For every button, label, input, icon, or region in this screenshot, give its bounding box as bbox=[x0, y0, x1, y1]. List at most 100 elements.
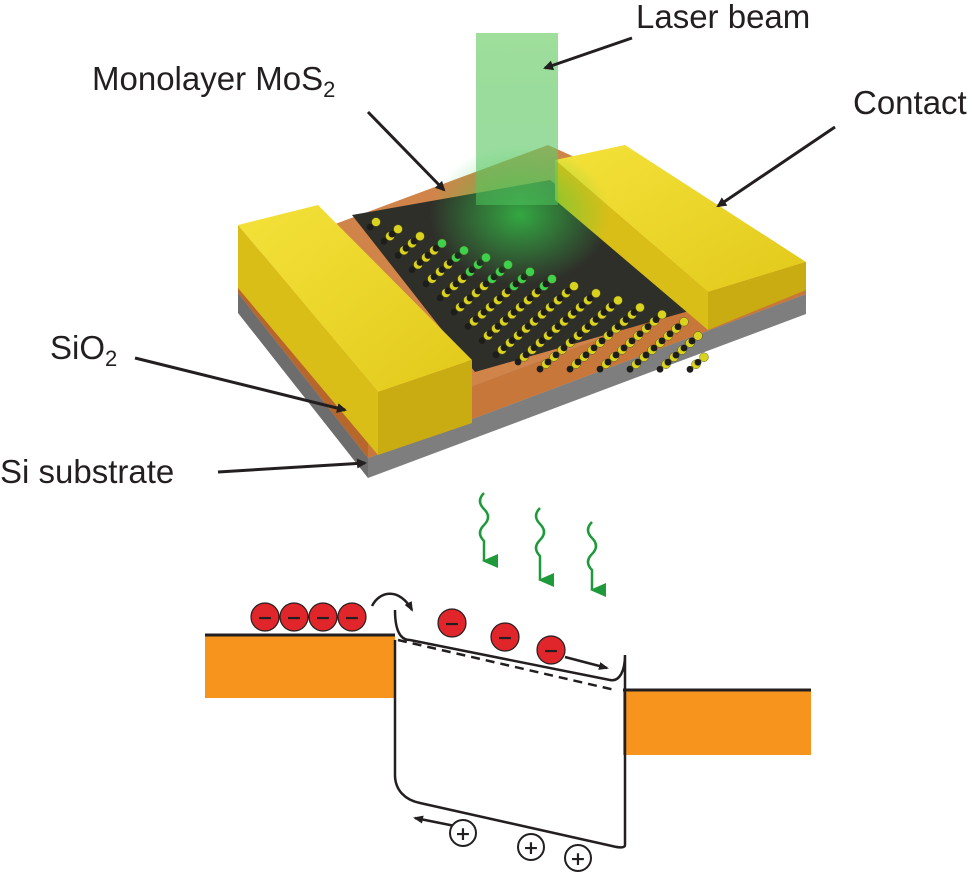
mo-atom bbox=[502, 315, 510, 323]
mo-atom bbox=[472, 315, 480, 323]
s-atom bbox=[415, 231, 425, 241]
mo-atom bbox=[366, 223, 374, 231]
laser-beam bbox=[476, 33, 558, 205]
mo-atom bbox=[634, 358, 642, 366]
mo-atom bbox=[488, 301, 496, 309]
mo-atom bbox=[644, 323, 652, 331]
svg-text:−: − bbox=[257, 607, 273, 629]
svg-text:−: − bbox=[444, 613, 460, 635]
photons bbox=[478, 492, 606, 597]
mo-atom bbox=[688, 337, 696, 345]
arrow-laser-beam bbox=[543, 36, 633, 71]
mo-atom bbox=[650, 344, 658, 352]
mo-atom bbox=[574, 358, 582, 366]
svg-text:+: + bbox=[455, 823, 471, 845]
mo-atom bbox=[438, 266, 446, 274]
mo-atom bbox=[416, 259, 424, 266]
label-arrows bbox=[134, 36, 836, 474]
mo-atom bbox=[538, 337, 546, 345]
mo-atom bbox=[380, 237, 388, 245]
holes: + + + bbox=[449, 819, 592, 872]
photon-2 bbox=[534, 507, 554, 587]
device bbox=[238, 145, 806, 478]
mo-atom bbox=[480, 308, 488, 316]
arrow-contact bbox=[716, 125, 836, 208]
mo-atom bbox=[508, 337, 516, 345]
s-atom bbox=[569, 281, 579, 291]
hole: + bbox=[517, 833, 545, 861]
mo-atom bbox=[466, 294, 474, 302]
mo-atom bbox=[432, 244, 440, 252]
mo-atom bbox=[402, 244, 410, 252]
electron: − bbox=[250, 602, 280, 632]
mo-atom bbox=[578, 301, 586, 309]
mo-atom bbox=[568, 337, 576, 345]
mo-atom bbox=[626, 365, 634, 373]
semiconductor-band bbox=[393, 609, 627, 849]
photon-1 bbox=[478, 492, 498, 568]
mo-atom bbox=[564, 287, 572, 295]
mo-atom bbox=[620, 344, 628, 352]
mo-atom bbox=[622, 316, 630, 323]
svg-text:−: − bbox=[315, 607, 331, 629]
label-sio2: SiO2 bbox=[50, 329, 118, 371]
mo-atom bbox=[666, 330, 674, 338]
mo-atom bbox=[544, 358, 552, 366]
svg-text:−: − bbox=[543, 640, 559, 662]
label-laser-beam: Laser beam bbox=[636, 0, 811, 35]
s-atom bbox=[635, 302, 645, 313]
mo-atom bbox=[546, 330, 554, 338]
mo-atom bbox=[482, 280, 490, 288]
mo-atom bbox=[694, 358, 702, 366]
mo-atom bbox=[556, 294, 564, 302]
mo-atom bbox=[518, 301, 526, 309]
mo-atom bbox=[686, 365, 694, 373]
mo-atom bbox=[500, 344, 508, 352]
mo-atom bbox=[464, 323, 472, 330]
laser-spot bbox=[430, 145, 610, 285]
mo-atom bbox=[584, 323, 592, 330]
mo-atom bbox=[674, 323, 682, 331]
mo-atom bbox=[570, 309, 578, 316]
mo-atom bbox=[450, 308, 458, 316]
electron: − bbox=[337, 602, 367, 632]
mo-atom bbox=[452, 280, 460, 288]
label-si-substrate: Si substrate bbox=[0, 453, 175, 490]
mo-atom bbox=[554, 323, 562, 330]
electron: − bbox=[536, 635, 566, 665]
svg-text:+: + bbox=[523, 837, 539, 859]
mo-atom bbox=[422, 280, 430, 288]
s-atom bbox=[371, 217, 381, 227]
electrons-band: − − − bbox=[437, 608, 566, 665]
hole-drift-arrow bbox=[413, 815, 456, 828]
mo-atom bbox=[630, 309, 638, 316]
mo-atom bbox=[388, 230, 396, 238]
mo-atom bbox=[394, 252, 402, 259]
mo-atom bbox=[548, 301, 556, 309]
electron: − bbox=[279, 602, 309, 632]
mo-atom bbox=[642, 351, 650, 359]
mo-atom bbox=[536, 365, 544, 373]
mo-atom bbox=[590, 344, 598, 352]
mo-atom bbox=[458, 301, 466, 309]
mo-atom bbox=[658, 337, 666, 345]
mo-atom bbox=[532, 316, 540, 323]
band-diagram: − − − − − − bbox=[205, 492, 811, 872]
left-metal-band bbox=[205, 635, 395, 698]
mo-atom bbox=[444, 287, 452, 295]
mo-atom bbox=[486, 330, 494, 337]
mo-atom bbox=[628, 337, 636, 345]
mo-atom bbox=[504, 287, 512, 295]
mo-atom bbox=[492, 351, 500, 359]
arrow-monolayer bbox=[366, 110, 446, 192]
s-atom bbox=[393, 224, 403, 234]
electron-drift-arrow bbox=[564, 655, 609, 670]
s-atom bbox=[613, 295, 623, 306]
contact-left bbox=[238, 205, 472, 455]
mo-atom bbox=[672, 351, 680, 359]
mo-atom bbox=[552, 351, 560, 359]
svg-text:−: − bbox=[497, 627, 513, 649]
mo-atom bbox=[612, 351, 620, 359]
